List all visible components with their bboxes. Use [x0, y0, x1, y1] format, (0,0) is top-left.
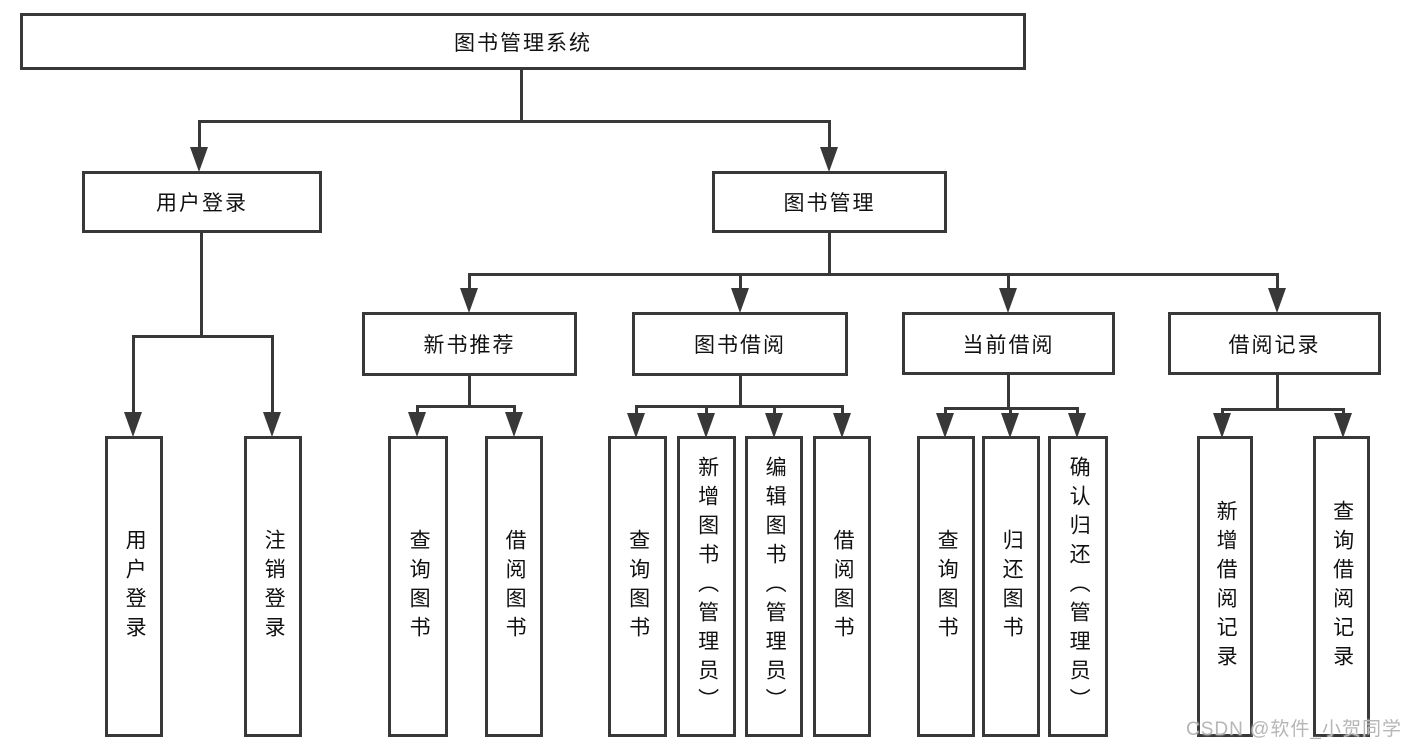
leaf-label: 借阅图书 [503, 528, 527, 645]
down-arrow-icon [1068, 407, 1086, 438]
leaf-logout-login: 注销登录 [244, 436, 302, 737]
leaf-query-books: 查询图书 [608, 436, 667, 737]
down-arrow-icon [833, 405, 851, 438]
leaf-query-books: 查询图书 [917, 436, 975, 737]
down-arrow-icon [697, 405, 715, 438]
down-arrow-icon [765, 405, 783, 438]
down-arrow-icon [124, 335, 142, 437]
connector-vline [738, 375, 742, 406]
connector-vline [827, 232, 831, 274]
leaf-label: 查询图书 [935, 528, 959, 645]
connector-hline [467, 273, 1279, 276]
leaf-label: 用户登录 [123, 528, 147, 645]
connector-hline [415, 405, 516, 408]
leaf-query-borrow-record: 查询借阅记录 [1313, 436, 1370, 737]
node-current-borrow: 当前借阅 [902, 312, 1115, 375]
leaf-edit-book-admin: 编辑图书（管理员） [745, 436, 803, 737]
down-arrow-icon [731, 273, 749, 313]
connector-hline [634, 405, 844, 408]
down-arrow-icon [820, 120, 838, 172]
connector-hline [131, 335, 274, 338]
leaf-label: 归还图书 [1000, 528, 1024, 645]
leaf-label: 查询图书 [626, 528, 650, 645]
connector-vline [199, 232, 203, 336]
down-arrow-icon [505, 405, 523, 437]
leaf-query-books: 查询图书 [388, 436, 448, 737]
node-label: 当前借阅 [962, 333, 1055, 357]
node-user-login: 用户登录 [82, 171, 322, 233]
node-book-borrow: 图书借阅 [632, 312, 848, 376]
leaf-user-login: 用户登录 [105, 436, 163, 737]
leaf-label: 确认归还（管理员） [1067, 456, 1091, 717]
down-arrow-icon [190, 120, 208, 172]
down-arrow-icon [1001, 407, 1019, 438]
leaf-borrow-book: 借阅图书 [813, 436, 871, 737]
leaf-label: 新增图书（管理员） [695, 456, 719, 717]
leaf-borrow-book: 借阅图书 [485, 436, 543, 737]
connector-vline [1275, 375, 1279, 409]
leaf-return-book: 归还图书 [982, 436, 1040, 737]
connector-vline [519, 70, 523, 121]
leaf-label: 查询图书 [407, 528, 431, 645]
connector-hline [1220, 408, 1345, 411]
node-label: 图书管理系统 [454, 31, 592, 55]
down-arrow-icon [1213, 408, 1231, 438]
node-new-book-recommend: 新书推荐 [362, 312, 577, 376]
node-library-management-system: 图书管理系统 [20, 13, 1026, 70]
leaf-label: 查询借阅记录 [1330, 499, 1354, 674]
connector-vline [1006, 375, 1010, 408]
leaf-add-borrow-record: 新增借阅记录 [1197, 436, 1253, 737]
down-arrow-icon [460, 273, 478, 313]
down-arrow-icon [999, 273, 1017, 313]
leaf-label: 新增借阅记录 [1214, 499, 1238, 674]
leaf-label: 注销登录 [262, 528, 286, 645]
down-arrow-icon [1334, 408, 1352, 438]
connector-vline [467, 375, 471, 406]
node-borrow-records: 借阅记录 [1168, 312, 1381, 375]
node-label: 新书推荐 [423, 334, 516, 357]
connector-hline [197, 120, 831, 123]
node-label: 图书借阅 [694, 334, 786, 357]
down-arrow-icon [408, 405, 426, 437]
node-label: 图书管理 [783, 192, 876, 215]
leaf-add-book-admin: 新增图书（管理员） [677, 436, 736, 737]
node-label: 用户登录 [156, 192, 248, 215]
node-book-management: 图书管理 [712, 171, 947, 233]
leaf-label: 编辑图书（管理员） [763, 456, 787, 717]
csdn-watermark: CSDN @软件_小贺同学 [1186, 719, 1402, 740]
node-label: 借阅记录 [1228, 333, 1321, 357]
leaf-confirm-return-admin: 确认归还（管理员） [1048, 436, 1108, 737]
leaf-label: 借阅图书 [831, 528, 855, 645]
down-arrow-icon [936, 407, 954, 438]
down-arrow-icon [627, 405, 645, 438]
down-arrow-icon [263, 335, 281, 437]
down-arrow-icon [1268, 273, 1286, 313]
